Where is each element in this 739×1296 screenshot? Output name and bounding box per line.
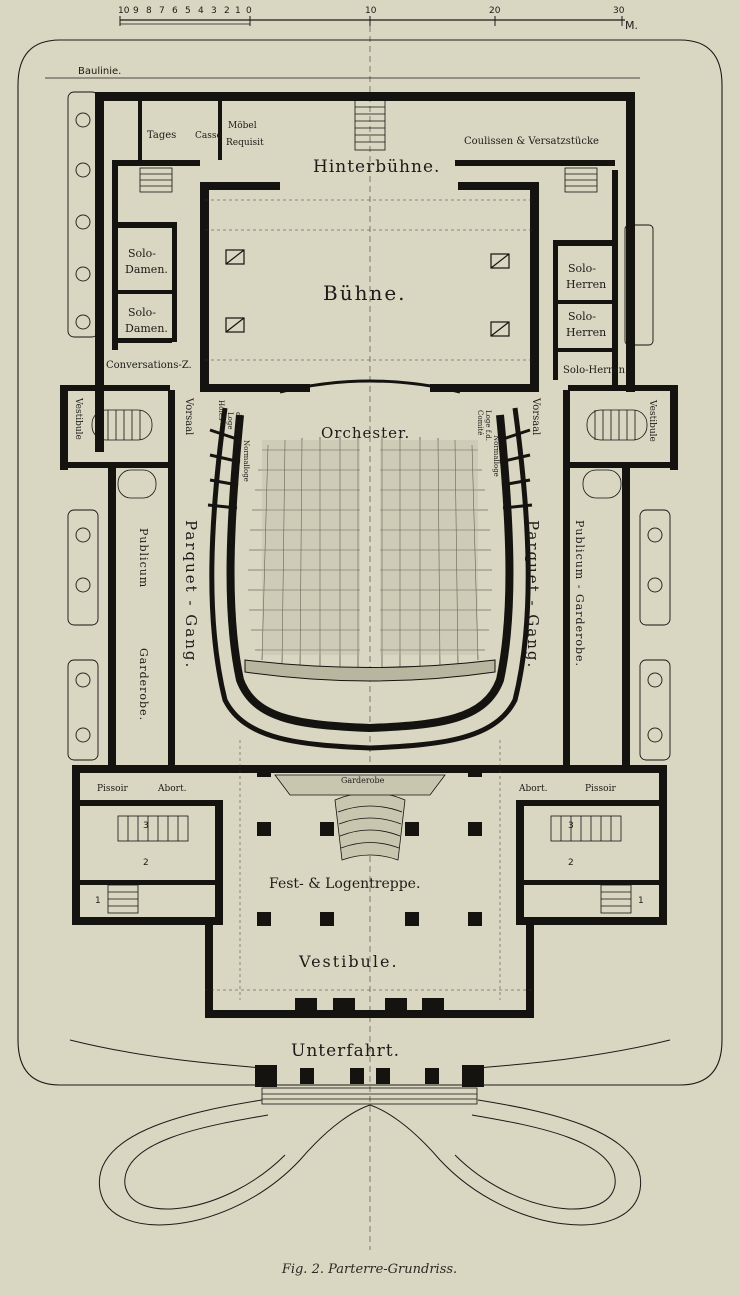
room-solo-damen-1b: Damen. (125, 263, 168, 276)
room-vestibule-main: Vestibule. (298, 952, 399, 971)
room-vorsaal-right: Vorsaal (530, 397, 541, 435)
room-parquet-gang-left: Parquet - Gang. (182, 520, 200, 669)
scale-tick-10r: 10 (365, 6, 377, 16)
room-publicum-garderobe-right: Publicum - Garderobe. (573, 520, 586, 667)
room-solo-herren-2a: Solo- (568, 310, 596, 323)
room-abort-right: Abort. (518, 784, 548, 794)
room-solo-herren-3: Solo-Herren (563, 365, 626, 376)
room-vestibule-right: Vestibule (647, 399, 657, 442)
scale-tick-2: 2 (224, 6, 230, 16)
room-coulissen: Coulissen & Versatzstücke (464, 136, 599, 147)
room-loge-comite-1: Loge f.d. (484, 410, 492, 441)
scale-tick-4: 4 (198, 6, 204, 16)
scale-tick-7: 7 (159, 6, 165, 16)
scale-unit: M. (625, 19, 638, 32)
shrubs (75, 112, 663, 743)
room-garderobe-left: Garderobe. (137, 648, 150, 721)
stair-number-right-3: 3 (568, 821, 574, 831)
scale-tick-30: 30 (613, 6, 625, 16)
scale-bar: 10 9 8 7 6 5 4 3 2 1 0 10 20 30 M. (118, 6, 638, 32)
room-loge-kaiser-2: d.Kaiserl. (234, 412, 242, 446)
figure-caption: Fig. 2. Parterre-Grundriss. (281, 1262, 458, 1277)
room-publicum-left: Publicum (137, 528, 150, 588)
light-courts (67, 91, 671, 761)
room-buehne: Bühne. (323, 281, 407, 305)
room-tages: Tages (147, 130, 176, 141)
stair-number-left-1: 1 (95, 896, 101, 906)
room-normalloge-left: Normalloge (242, 440, 250, 482)
room-solo-herren-1b: Herren (566, 278, 606, 291)
room-logentreppe: Fest- & Logentreppe. (269, 876, 420, 892)
room-solo-herren-2b: Herren (566, 326, 606, 339)
room-conversation: Conversations-Z. (106, 360, 192, 371)
room-solo-herren-1a: Solo- (568, 262, 596, 275)
driveway (69, 1039, 671, 1226)
room-solo-damen-2a: Solo- (128, 306, 156, 319)
room-labels: Tages Casse Möbel Requisit Hinterbühne. … (73, 121, 657, 1061)
stair-number-left-2: 2 (143, 858, 149, 868)
room-hinterbuehne: Hinterbühne. (313, 157, 440, 177)
room-casse: Casse (195, 131, 222, 141)
scale-tick-5: 5 (185, 6, 191, 16)
stair-number-left-3: 3 (143, 821, 149, 831)
room-normalloge-right: Normalloge (492, 435, 500, 477)
scale-tick-6: 6 (172, 6, 178, 16)
scale-tick-3: 3 (211, 6, 217, 16)
room-loge-comite-2: Comité (476, 410, 484, 435)
scale-tick-9: 9 (133, 6, 139, 16)
auditorium (207, 379, 533, 751)
stairs (91, 99, 648, 1105)
room-moebel: Möbel (228, 121, 257, 131)
room-pissoir-right: Pissoir (585, 784, 616, 794)
room-abort-left: Abort. (157, 784, 187, 794)
site-boundary (17, 39, 723, 1086)
room-loge-kaiser-1: Loge (226, 412, 234, 430)
room-unterfahrt: Unterfahrt. (291, 1041, 400, 1061)
room-loge-kaiser-3: Hofes (217, 400, 225, 421)
stair-number-right-1: 1 (638, 896, 644, 906)
stair-number-right-2: 2 (568, 858, 574, 868)
room-pissoir-left: Pissoir (97, 784, 128, 794)
room-solo-damen-1a: Solo- (128, 247, 156, 260)
scale-tick-20: 20 (489, 6, 501, 16)
room-solo-damen-2b: Damen. (125, 322, 168, 335)
scale-tick-0: 0 (246, 6, 252, 16)
baulinie-label: Baulinie. (78, 66, 121, 77)
room-vestibule-left: Vestibule (73, 397, 83, 440)
scale-tick-8: 8 (146, 6, 152, 16)
stage-traps (225, 249, 510, 337)
room-orchester: Orchester. (321, 424, 410, 442)
construction-lines (205, 199, 535, 1000)
scale-tick-1: 1 (235, 6, 241, 16)
room-parquet-gang-right: Parquet - Gang. (524, 520, 542, 669)
room-requisit: Requisit (226, 138, 264, 148)
walls (60, 92, 678, 1087)
room-vorsaal-left: Vorsaal (183, 397, 194, 435)
room-garderobe-center: Garderobe (341, 776, 385, 785)
scale-tick-10l: 10 (118, 6, 130, 16)
